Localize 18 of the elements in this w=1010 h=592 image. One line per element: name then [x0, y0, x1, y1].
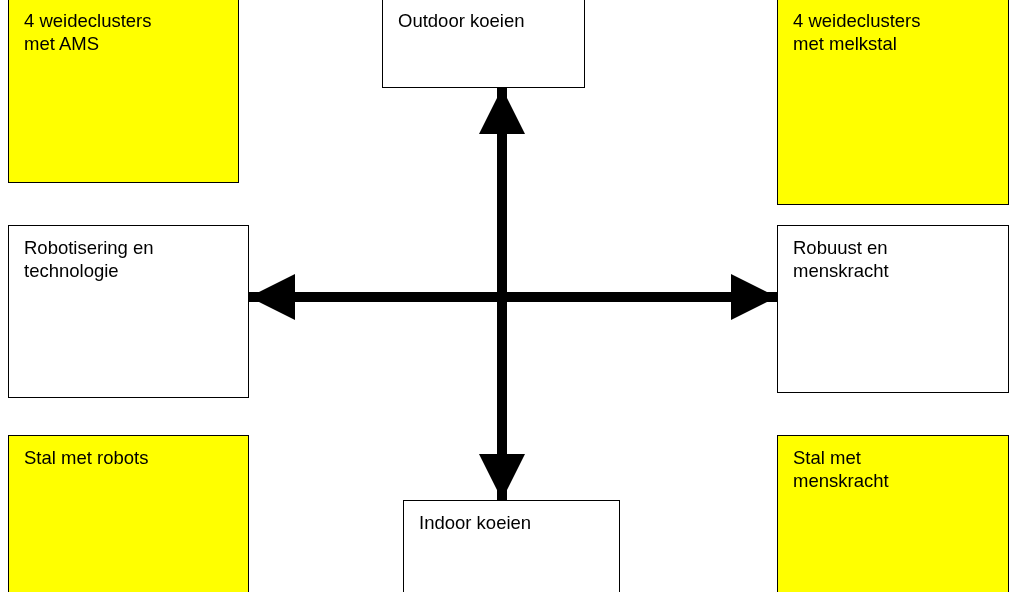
highlighted-box	[8, 435, 249, 592]
label-box	[403, 500, 620, 592]
double-arrow	[249, 274, 777, 320]
box-text: Stal met menskracht	[793, 446, 890, 492]
highlighted-box	[777, 0, 1009, 205]
box-text: Indoor koeien	[419, 511, 533, 534]
highlighted-box	[777, 435, 1009, 592]
highlighted-box	[8, 0, 239, 183]
box-text: 4 weideclusters met AMS	[24, 9, 153, 55]
box-text: Robotisering en technologie	[24, 236, 155, 282]
box-text: Robuust en menskracht	[793, 236, 890, 282]
double-arrow	[479, 88, 525, 500]
box-text: Outdoor koeien	[398, 9, 526, 32]
label-box	[382, 0, 585, 88]
label-box	[8, 225, 249, 398]
label-box	[777, 225, 1009, 393]
box-text: Stal met robots	[24, 446, 150, 469]
box-text: 4 weideclusters met melkstal	[793, 9, 922, 55]
